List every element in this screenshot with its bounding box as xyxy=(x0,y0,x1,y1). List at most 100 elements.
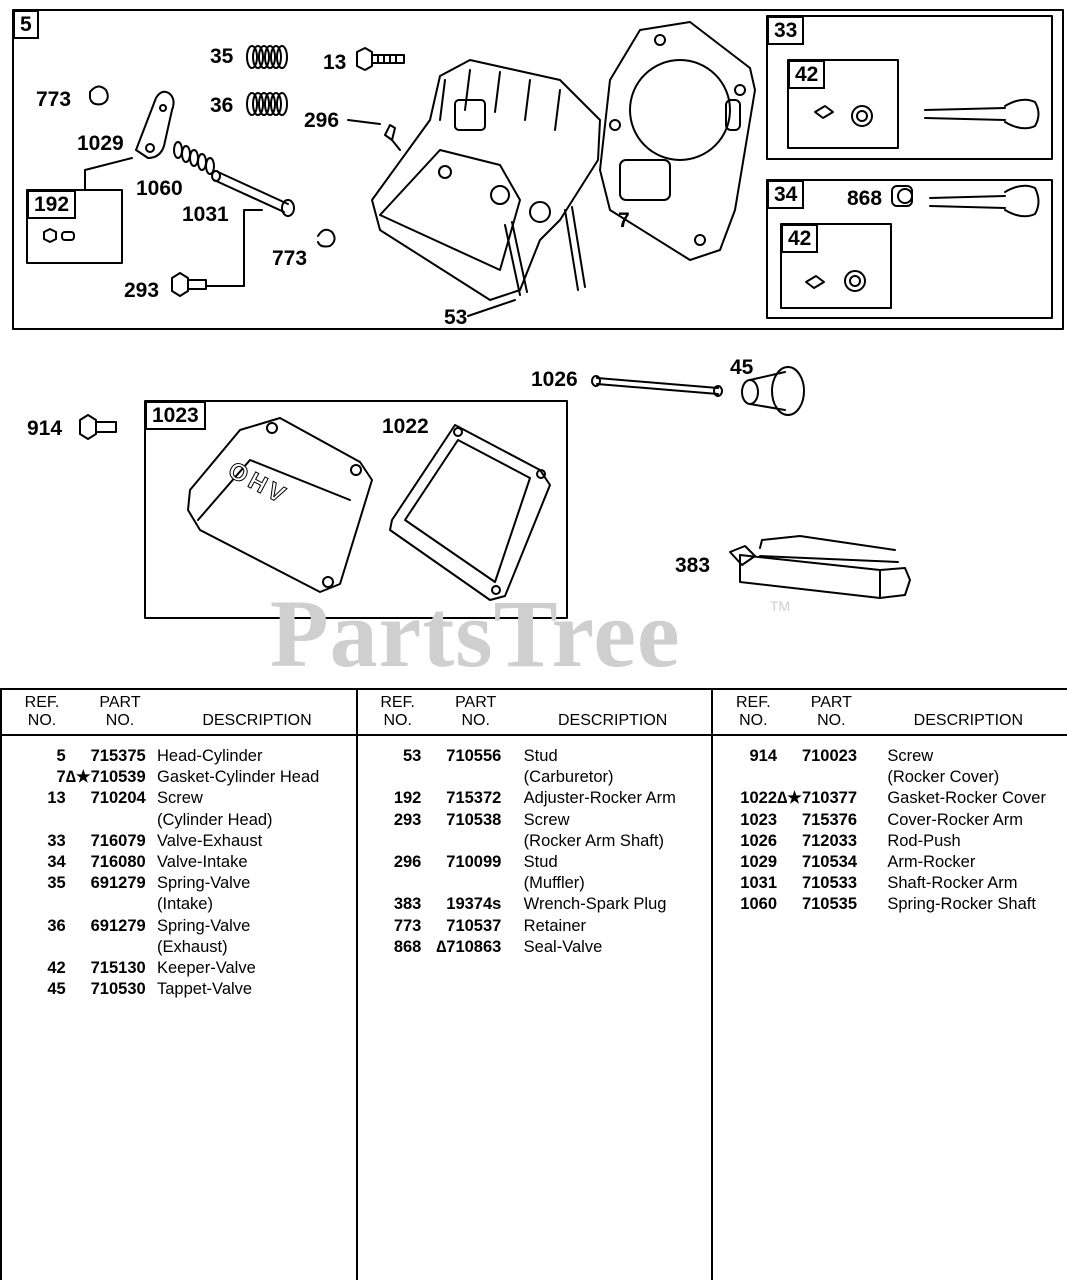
row-part: 716080 xyxy=(90,852,146,871)
valve-34-drawing xyxy=(929,184,1040,218)
valve-33-drawing xyxy=(924,98,1040,130)
header-part: PART xyxy=(455,694,497,711)
row-desc: (Cylinder Head) xyxy=(157,810,273,829)
row-desc: Spring-Valve xyxy=(157,874,251,893)
table-row: (Intake) xyxy=(2,894,356,915)
row-ref: 34 xyxy=(47,852,66,871)
row-ref: 33 xyxy=(47,831,66,850)
row-desc: (Intake) xyxy=(157,895,213,914)
table-row: (Rocker Cover) xyxy=(713,767,1067,788)
callout-1022: 1022 xyxy=(382,415,429,438)
row-desc: Tappet-Valve xyxy=(157,980,253,999)
row-desc: Cover-Rocker Arm xyxy=(887,810,1024,829)
exploded-parts-diagram: 5 33 42 34 42 192 1023 35 36 13 773 1029… xyxy=(12,9,1064,687)
callout-383: 383 xyxy=(675,554,711,577)
row-part: ∆★710377 xyxy=(777,789,858,808)
callout-13: 13 xyxy=(323,51,347,74)
row-desc: Stud xyxy=(523,747,558,765)
row-desc: Head-Cylinder xyxy=(157,747,263,765)
row-ref: 773 xyxy=(393,916,422,935)
row-desc: Retainer xyxy=(523,916,587,935)
table-row: (Rocker Arm Shaft) xyxy=(358,831,712,852)
box-42a-frame xyxy=(787,59,899,149)
push-rod-1026-drawing xyxy=(591,375,723,397)
shaft-1031-drawing xyxy=(211,170,295,217)
callout-1060: 1060 xyxy=(136,177,183,200)
gasket-1022-drawing xyxy=(389,424,551,601)
rocker-cover-1023-drawing xyxy=(187,417,373,593)
box-label-34: 34 xyxy=(767,180,805,209)
screw-13-drawing xyxy=(356,47,405,71)
cylinder-head-5-drawing xyxy=(371,59,601,301)
header-ref-no: NO. xyxy=(383,712,412,729)
screw-914-drawing xyxy=(79,414,117,440)
row-part: 710204 xyxy=(90,789,146,808)
row-desc: Screw xyxy=(523,810,570,829)
box-label-33: 33 xyxy=(767,16,805,45)
row-desc: Wrench-Spark Plug xyxy=(523,895,667,914)
row-part: 715130 xyxy=(90,958,146,977)
spring-35-drawing xyxy=(246,45,288,69)
row-ref: 293 xyxy=(393,810,422,829)
header-part-no: NO. xyxy=(817,712,846,729)
callout-293: 293 xyxy=(124,279,160,302)
keeper-42a-drawing xyxy=(814,105,873,127)
partstree-watermark: PartsTree xyxy=(270,580,681,687)
callout-773a: 773 xyxy=(36,88,72,111)
retainer-773a-drawing xyxy=(89,85,109,106)
row-desc: Rod-Push xyxy=(887,831,961,850)
row-part: ∆710863 xyxy=(436,937,502,956)
spring-1060-drawing xyxy=(173,141,215,175)
row-ref: 36 xyxy=(47,916,66,935)
row-desc: Gasket-Cylinder Head xyxy=(157,768,320,787)
row-ref: 42 xyxy=(47,958,66,977)
row-ref: 192 xyxy=(393,789,422,808)
callout-53: 53 xyxy=(444,306,468,329)
header-part-no: NO. xyxy=(461,712,490,729)
row-desc: Arm-Rocker xyxy=(887,852,976,871)
stud-53-drawing xyxy=(504,206,586,296)
adjuster-192-drawing xyxy=(43,228,75,243)
row-ref: 868 xyxy=(393,937,422,956)
callout-1029: 1029 xyxy=(77,132,124,155)
table-row: (Muffler) xyxy=(358,873,712,894)
header-ref-no: NO. xyxy=(739,712,768,729)
row-ref: 35 xyxy=(47,874,66,893)
spring-36-drawing xyxy=(246,92,288,116)
box-label-5: 5 xyxy=(13,10,39,39)
row-desc: Spring-Rocker Shaft xyxy=(887,895,1036,914)
row-part: 710530 xyxy=(90,980,146,999)
header-description: DESCRIPTION xyxy=(913,712,1024,729)
row-part: 710099 xyxy=(446,852,502,871)
row-ref: 383 xyxy=(393,895,422,914)
row-part: 712033 xyxy=(801,831,858,850)
box-34-frame xyxy=(766,179,1053,319)
header-ref: REF. xyxy=(24,694,60,711)
box-1023-frame xyxy=(144,400,568,619)
callout-7: 7 xyxy=(618,209,630,232)
head-gasket-7-drawing xyxy=(599,21,756,261)
screw-293-drawing xyxy=(171,272,207,297)
header-description: DESCRIPTION xyxy=(202,712,312,729)
trademark-symbol: TM xyxy=(770,598,791,614)
row-ref: 7 xyxy=(56,768,66,787)
header-ref-no: NO. xyxy=(27,712,57,729)
row-ref: 53 xyxy=(402,747,422,765)
row-desc: (Rocker Cover) xyxy=(887,768,1000,787)
row-ref: 296 xyxy=(393,852,422,871)
callout-35: 35 xyxy=(210,45,234,68)
